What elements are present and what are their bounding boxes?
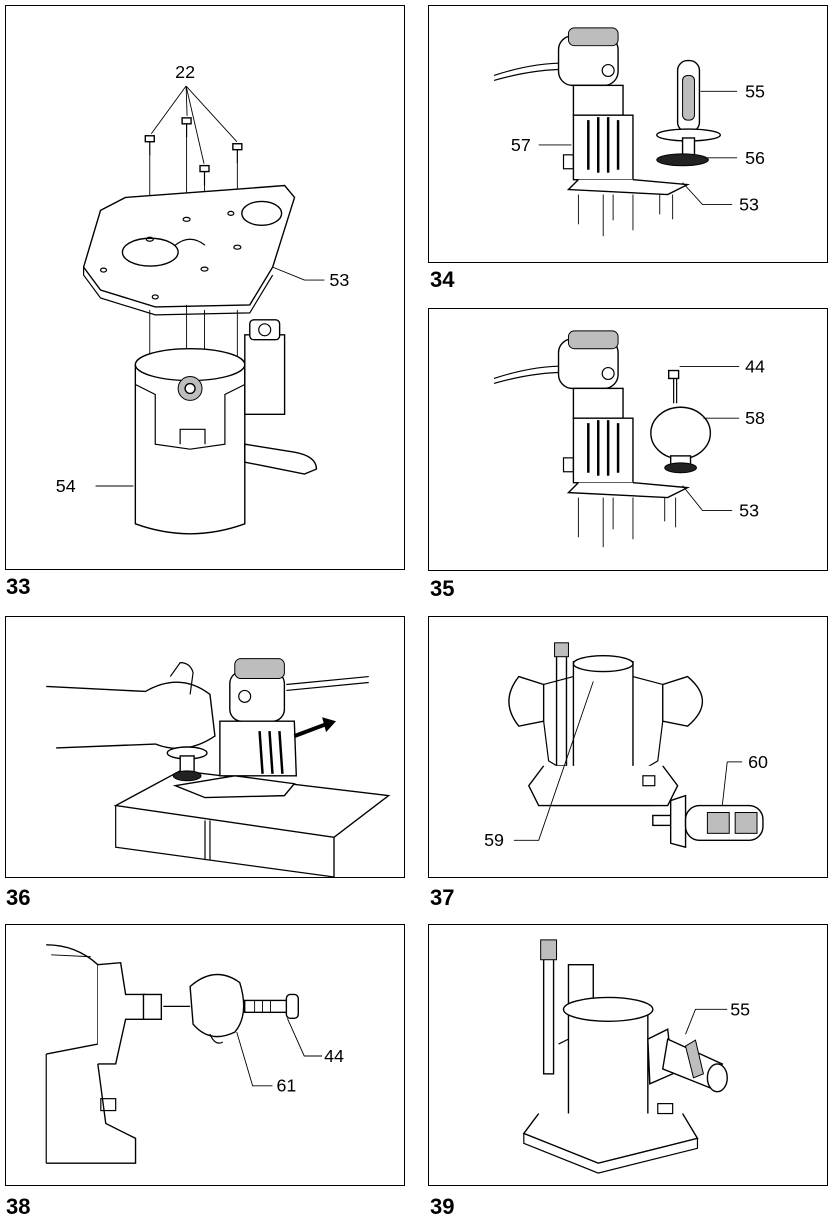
figure-37-number: 37 bbox=[430, 885, 455, 910]
figure-37-illustration: 60 59 bbox=[484, 642, 768, 850]
figure-39-number: 39 bbox=[430, 1194, 455, 1219]
plunge-base-with-handle bbox=[522, 939, 699, 1174]
figure-39-panel: 55 bbox=[428, 924, 828, 1186]
side-grip bbox=[656, 59, 721, 167]
figure-33-number: 33 bbox=[6, 574, 31, 599]
trimmer-body bbox=[557, 27, 691, 237]
callout-55-b: 55 bbox=[730, 999, 750, 1019]
figure-34-illustration: 55 57 56 53 bbox=[493, 27, 765, 237]
side-handle bbox=[652, 794, 764, 849]
bolt-44 bbox=[244, 993, 299, 1019]
callout-56: 56 bbox=[745, 148, 765, 168]
hand-with-grip bbox=[46, 662, 216, 782]
plunge-base-partial bbox=[45, 944, 163, 1164]
figure-38-panel: 44 61 bbox=[5, 924, 405, 1186]
side-handle-55 bbox=[647, 1028, 728, 1093]
figure-36-panel bbox=[5, 616, 405, 878]
figure-35-number: 35 bbox=[430, 576, 455, 601]
figure-36-illustration bbox=[46, 658, 391, 877]
figure-33-panel: 22 53 54 bbox=[5, 5, 405, 570]
figure-35-illustration: 44 58 53 bbox=[493, 330, 765, 548]
figure-34-number: 34 bbox=[430, 267, 455, 292]
figure-37-panel: 60 59 bbox=[428, 616, 828, 878]
callout-58: 58 bbox=[745, 408, 765, 428]
callout-55: 55 bbox=[745, 81, 765, 101]
trimmer-body bbox=[557, 330, 691, 548]
plunge-base bbox=[508, 642, 703, 807]
callout-57: 57 bbox=[511, 135, 531, 155]
knob-61 bbox=[189, 973, 245, 1044]
base-plate bbox=[82, 184, 325, 316]
callout-53: 53 bbox=[329, 270, 349, 290]
callout-61: 61 bbox=[276, 1076, 296, 1096]
figure-38-number: 38 bbox=[6, 1194, 31, 1219]
trimmer-base bbox=[95, 319, 318, 535]
callout-53-c: 53 bbox=[739, 500, 759, 520]
callout-60: 60 bbox=[748, 752, 768, 772]
figure-38-illustration: 44 61 bbox=[45, 944, 344, 1164]
callout-44-b: 44 bbox=[324, 1046, 344, 1066]
figure-36-number: 36 bbox=[6, 885, 31, 910]
figure-35-panel: 44 58 53 bbox=[428, 308, 828, 571]
callout-54: 54 bbox=[56, 476, 76, 496]
callout-53-b: 53 bbox=[739, 194, 759, 214]
callout-44: 44 bbox=[745, 357, 765, 377]
trimmer bbox=[172, 658, 369, 799]
grip-knob bbox=[650, 369, 712, 474]
figure-33-illustration: 22 53 54 bbox=[56, 62, 349, 535]
callout-59: 59 bbox=[484, 830, 504, 850]
figure-39-illustration: 55 bbox=[522, 939, 750, 1174]
figure-34-panel: 55 57 56 53 bbox=[428, 5, 828, 263]
callout-22: 22 bbox=[175, 62, 195, 82]
